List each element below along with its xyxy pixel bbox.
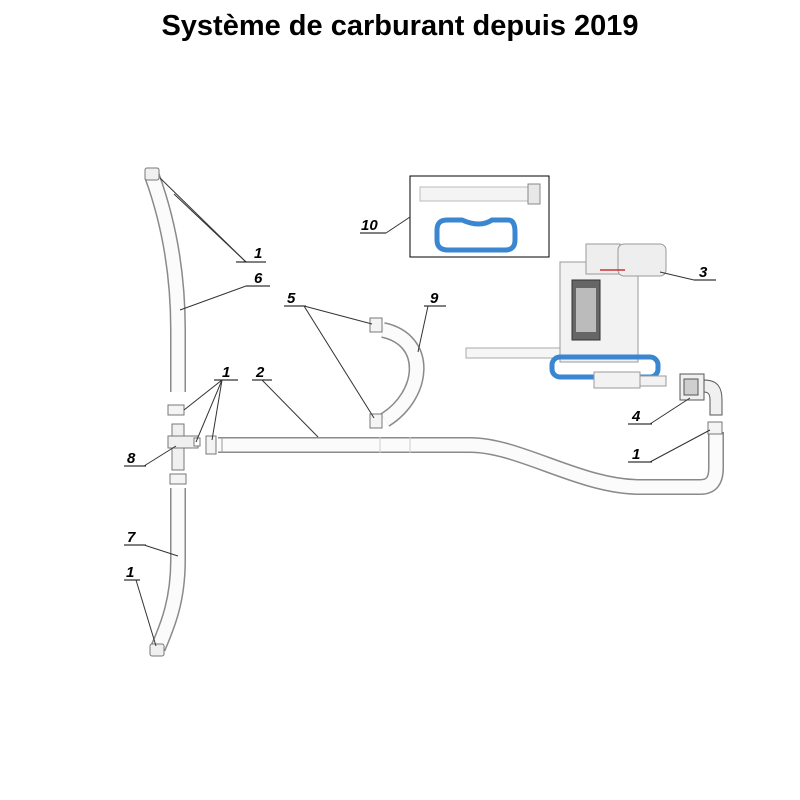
callout-8: 8 <box>127 450 136 467</box>
callout-10: 10 <box>361 217 378 234</box>
clamp-top-6 <box>144 167 160 181</box>
callout-6: 6 <box>254 270 263 287</box>
leader-lines <box>124 177 716 647</box>
hose-2 <box>218 421 724 495</box>
callout-2: 2 <box>255 364 265 381</box>
filter-element <box>419 186 531 202</box>
hose-6 <box>144 167 186 392</box>
clamp-bottom-7 <box>149 643 165 657</box>
part-10-inset <box>409 175 550 258</box>
clamp-above-tee <box>167 404 185 416</box>
callout-1-tee: 1 <box>222 364 230 381</box>
hose-9 <box>369 317 425 429</box>
hose-7 <box>149 488 186 657</box>
fuel-pump-assembly-3 <box>465 243 667 389</box>
pump-pickup-arm <box>465 347 561 359</box>
tee-fitting-8 <box>167 423 201 471</box>
diagram-title: Système de carburant depuis 2019 <box>161 10 639 42</box>
callout-5: 5 <box>287 290 296 307</box>
clamp-hose-2-end <box>707 421 723 435</box>
callout-1-bottom: 1 <box>126 564 134 581</box>
clamp-below-tee <box>169 473 187 485</box>
callout-1-top: 1 <box>254 245 262 262</box>
clamp-hose-9-top <box>369 317 383 333</box>
callout-1-right: 1 <box>632 446 640 463</box>
callout-4: 4 <box>631 408 641 425</box>
callout-9: 9 <box>430 290 439 307</box>
callout-3: 3 <box>699 264 708 281</box>
gasket <box>434 217 518 253</box>
clamp-right-tee <box>205 435 217 455</box>
callout-7: 7 <box>127 529 136 546</box>
elbow-connector-4 <box>679 373 723 416</box>
clamp-hose-9-bottom <box>369 413 383 429</box>
